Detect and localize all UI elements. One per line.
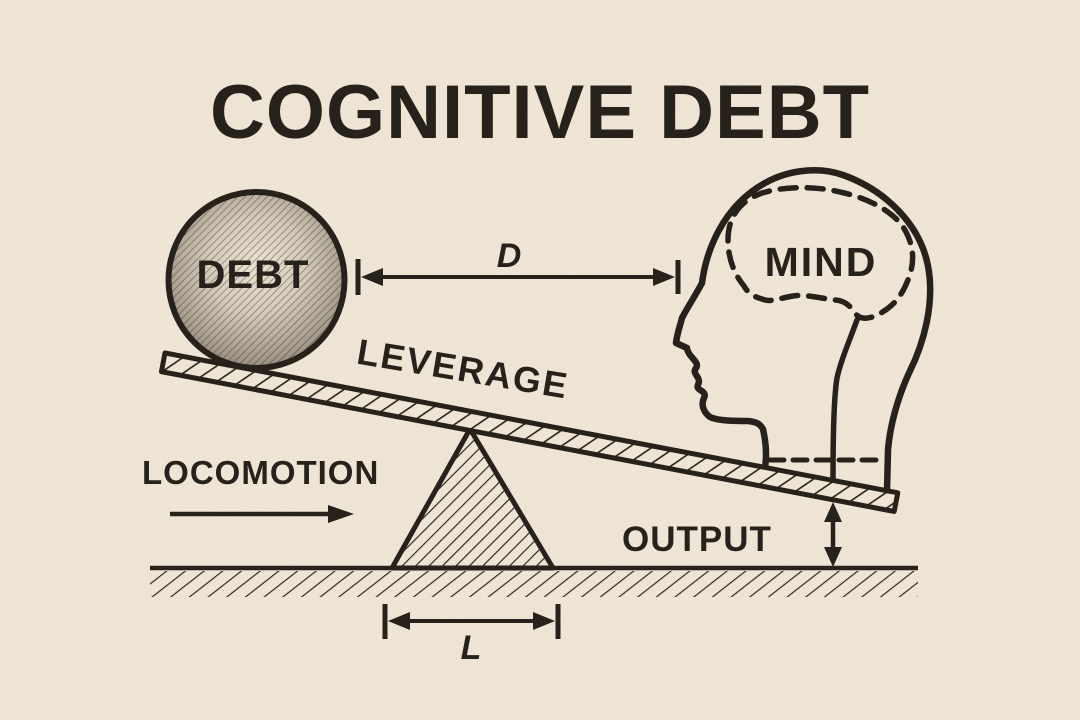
page-title: COGNITIVE DEBT: [210, 70, 870, 155]
locomotion-annotation: LOCOMOTION: [142, 454, 379, 523]
debt-ball: DEBT: [165, 189, 348, 371]
debt-label: DEBT: [197, 253, 310, 297]
mind-label: MIND: [765, 239, 878, 285]
output-label: OUTPUT: [622, 520, 772, 559]
ground-hatch: [150, 571, 918, 597]
ground: [150, 565, 918, 597]
d-dimension-label: D: [497, 237, 522, 275]
l-dimension-label: L: [461, 629, 482, 667]
locomotion-label: LOCOMOTION: [142, 454, 379, 491]
